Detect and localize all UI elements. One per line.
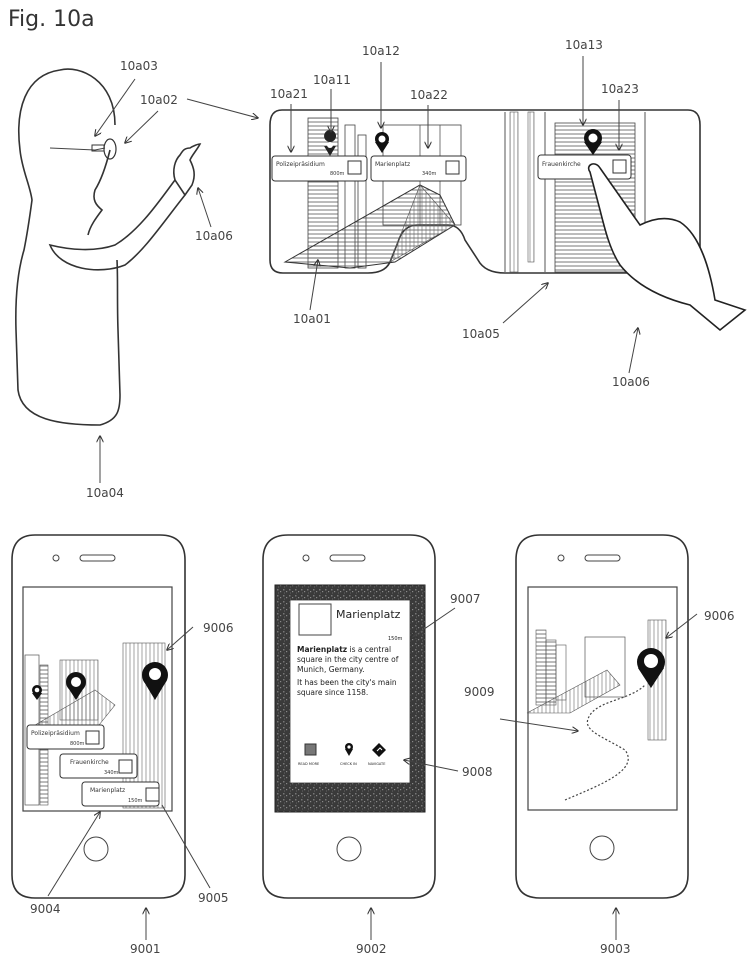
poi-name: Marienplatz xyxy=(375,161,410,168)
action-label: NAVIGATE xyxy=(368,762,385,766)
navigate-button[interactable]: NAVIGATE xyxy=(368,743,386,766)
route-path xyxy=(564,684,646,801)
glasses-poi-card-frauenkirche[interactable]: Frauenkirche xyxy=(537,154,632,180)
poi-checkbox[interactable] xyxy=(85,730,100,745)
ref-label-10a04: 10a04 xyxy=(86,486,124,500)
glasses-poi-card-polizeiprasidium[interactable]: Polizeipräsidium 800m xyxy=(271,155,368,182)
poi-detail-distance: 150m xyxy=(388,636,403,642)
poi-detail-title: Marienplatz xyxy=(336,608,401,621)
ref-label-10a03: 10a03 xyxy=(120,59,158,73)
ref-label-10a12: 10a12 xyxy=(362,44,400,58)
action-label: READ MORE xyxy=(298,762,319,766)
ref-label-9004: 9004 xyxy=(30,902,61,916)
home-button[interactable] xyxy=(336,836,362,862)
poi-distance: 340m xyxy=(104,770,119,776)
map-pin-icon[interactable] xyxy=(375,132,389,153)
poi-checkbox[interactable] xyxy=(145,787,160,802)
poi-distance: 800m xyxy=(70,741,85,747)
ref-label-10a01: 10a01 xyxy=(293,312,331,326)
phone-9003 xyxy=(515,534,689,899)
home-button[interactable] xyxy=(589,835,615,861)
poi-checkbox[interactable] xyxy=(612,159,627,174)
ref-label-9006: 9006 xyxy=(203,621,234,635)
poi-name: Frauenkirche xyxy=(70,759,109,766)
glasses-poi-card-marienplatz[interactable]: Marienplatz 340m xyxy=(370,155,467,182)
ref-label-10a05: 10a05 xyxy=(462,327,500,341)
ref-label-9007: 9007 xyxy=(450,592,481,606)
ref-label-9008: 9008 xyxy=(462,765,493,779)
hand-illustration xyxy=(587,163,747,332)
ref-label-10a22: 10a22 xyxy=(410,88,448,102)
phone1-poi-card-frauenkirche[interactable]: Frauenkirche 340m xyxy=(59,753,138,779)
poi-name: Marienplatz xyxy=(90,787,125,794)
phone-9001 xyxy=(11,534,186,899)
ref-label-10a11: 10a11 xyxy=(313,73,351,87)
ref-label-9009: 9009 xyxy=(464,685,495,699)
glasses-display xyxy=(269,109,701,274)
poi-name: Polizeipräsidium xyxy=(31,730,80,737)
poi-name: Polizeipräsidium xyxy=(276,161,325,168)
pin-icon xyxy=(345,743,353,756)
poi-distance: 800m xyxy=(330,171,345,177)
map-pin-icon[interactable] xyxy=(584,129,602,155)
ref-label-10a06-person: 10a06 xyxy=(195,229,233,243)
ref-label-9001: 9001 xyxy=(130,942,161,956)
poi-checkbox[interactable] xyxy=(118,759,133,774)
poi-detail-desc-2: It has been the city's main square since… xyxy=(297,678,397,697)
ref-label-9002: 9002 xyxy=(356,942,387,956)
poi-detail-popup[interactable]: Marienplatz 150m Marienplatz is a centra… xyxy=(289,599,411,784)
poi-checkbox[interactable] xyxy=(445,160,460,175)
ref-label-9006-phone3: 9006 xyxy=(704,609,735,623)
poi-name: Frauenkirche xyxy=(542,161,581,168)
poi-detail-desc-bold: Marienplatz xyxy=(297,645,348,654)
person-illustration xyxy=(15,68,202,426)
ref-label-10a13: 10a13 xyxy=(565,38,603,52)
navigate-icon xyxy=(372,743,386,757)
figure-title: Fig. 10a xyxy=(8,7,95,32)
ref-label-10a06-view: 10a06 xyxy=(612,375,650,389)
poi-distance: 340m xyxy=(422,171,437,177)
poi-checkbox[interactable] xyxy=(347,160,362,175)
poi-distance: 150m xyxy=(128,798,143,804)
check-in-button[interactable]: CHECK IN xyxy=(340,743,357,766)
ref-label-10a23: 10a23 xyxy=(601,82,639,96)
map-pin-icon[interactable] xyxy=(324,130,337,156)
poi-detail-desc-1: is a central square in the city centre o… xyxy=(297,645,399,674)
home-button[interactable] xyxy=(83,836,109,862)
destination-pin-icon[interactable] xyxy=(637,648,665,688)
poi-thumbnail xyxy=(298,603,332,636)
ref-label-9005: 9005 xyxy=(198,891,229,905)
ref-label-10a02: 10a02 xyxy=(140,93,178,107)
poi-detail-description: Marienplatz is a central square in the c… xyxy=(297,645,409,675)
ref-label-9003: 9003 xyxy=(600,942,631,956)
phone1-poi-card-marienplatz[interactable]: Marienplatz 150m xyxy=(81,781,160,807)
phone1-poi-card-polizeiprasidium[interactable]: Polizeipräsidium 800m xyxy=(26,724,105,750)
ref-label-10a21: 10a21 xyxy=(270,87,308,101)
action-label: CHECK IN xyxy=(340,762,357,766)
read-more-button[interactable]: READ MORE xyxy=(298,743,319,766)
photo-icon xyxy=(304,743,317,756)
